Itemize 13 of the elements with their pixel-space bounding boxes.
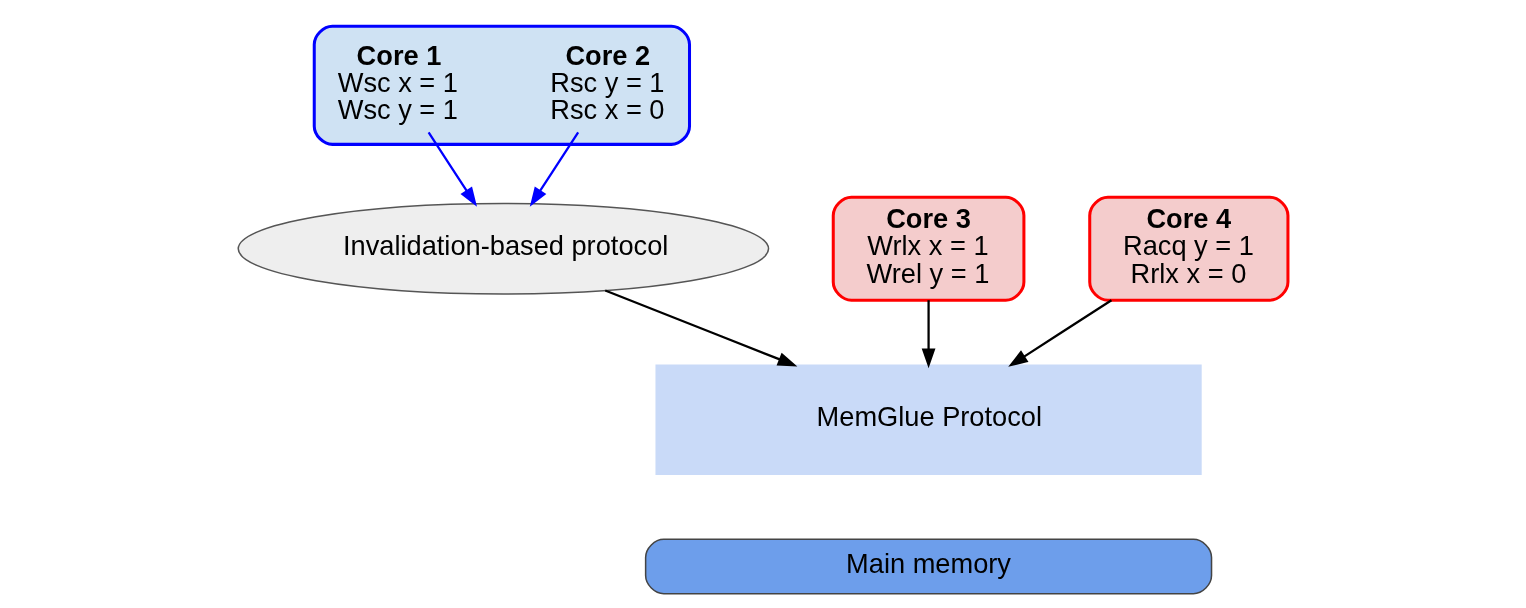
node-box: Core 4 Racq y = 1 Rrlx x = 0 (1088, 195, 1290, 302)
node-ellipse: Invalidation-based protocol (237, 202, 770, 295)
node-text: Core 1 Wsc x = 1 Wsc y = 1 (337, 39, 458, 126)
node-box: Core 3 Wrlx x = 1 Wrel y = 1 (831, 195, 1026, 302)
node-box: MemGlue Protocol (655, 364, 1202, 475)
cluster (312, 24, 692, 146)
arrow (529, 131, 580, 207)
arrow (1008, 299, 1113, 367)
node-text: Core 2 Rsc y = 1 Rsc x = 0 (550, 39, 665, 126)
node-box: Main memory (644, 538, 1213, 595)
arrow (921, 300, 936, 369)
arrow (604, 289, 798, 367)
arrow (427, 131, 477, 207)
